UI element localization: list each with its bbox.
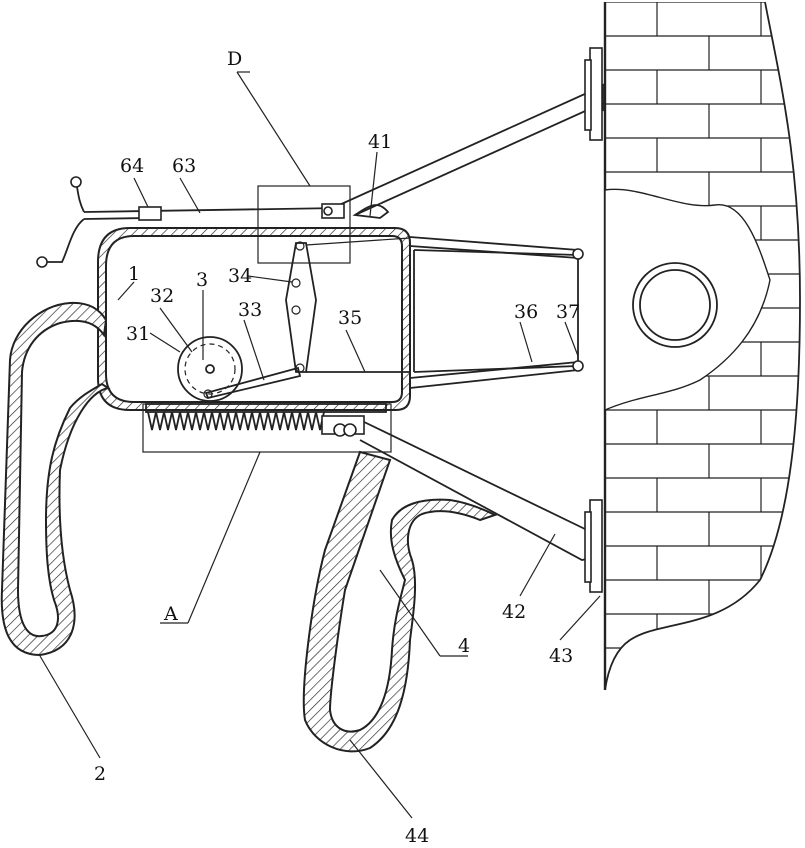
detail-box-D (258, 186, 350, 263)
label-36: 36 (514, 301, 538, 323)
label-D: D (227, 48, 242, 70)
brick-wall (605, 2, 805, 716)
label-A: A (163, 603, 178, 625)
label-31: 31 (126, 323, 150, 345)
label-1: 1 (128, 263, 140, 285)
clamp-64 (139, 207, 161, 220)
label-4: 4 (458, 635, 470, 657)
wall-recess (605, 189, 770, 410)
top-rod-63 (37, 177, 344, 267)
lever-34 (286, 243, 316, 372)
label-34: 34 (228, 265, 252, 287)
label-35: 35 (338, 307, 362, 329)
handle-2 (2, 303, 108, 655)
label-64: 64 (120, 155, 144, 177)
label-3: 3 (196, 269, 208, 291)
label-44: 44 (405, 825, 429, 847)
label-32: 32 (150, 285, 174, 307)
label-41: 41 (368, 131, 392, 153)
label-33: 33 (238, 299, 262, 321)
label-37: 37 (556, 301, 580, 323)
rack-A (143, 404, 391, 452)
label-42: 42 (502, 601, 526, 623)
lower-arm-42 (360, 420, 602, 592)
label-63: 63 (172, 155, 196, 177)
label-2: 2 (94, 763, 106, 785)
label-43: 43 (549, 645, 573, 667)
